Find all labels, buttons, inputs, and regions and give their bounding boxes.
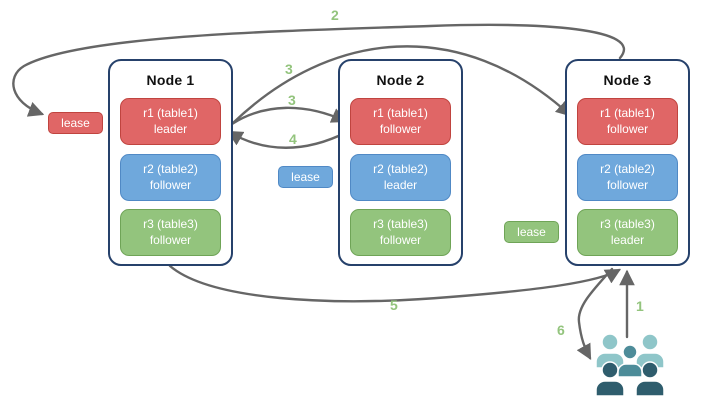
step-label-3-to-node3: 3 xyxy=(285,61,293,77)
replica-role: follower xyxy=(379,232,422,247)
lease-badge-r3: lease xyxy=(504,221,559,243)
replica-name: r3 (table3) xyxy=(143,216,198,231)
step-label-1: 1 xyxy=(636,298,644,314)
replica-role: follower xyxy=(606,121,649,136)
node-1-title: Node 1 xyxy=(146,72,195,88)
node-3-replica-r2: r2 (table2) follower xyxy=(577,154,678,201)
node-1-replica-r3: r3 (table3) follower xyxy=(120,209,221,256)
node-2: Node 2 r1 (table1) follower r2 (table2) … xyxy=(338,59,463,266)
arrow-step-3-node1-to-node2 xyxy=(230,106,348,126)
step-label-2: 2 xyxy=(331,7,339,23)
node-2-replica-r2: r2 (table2) leader xyxy=(350,154,451,201)
replica-role: follower xyxy=(149,232,192,247)
node-3: Node 3 r1 (table1) follower r2 (table2) … xyxy=(565,59,690,266)
node-3-title: Node 3 xyxy=(603,72,652,88)
arrow-step-5-node1-to-node3 xyxy=(168,264,622,303)
node-2-replica-r3: r3 (table3) follower xyxy=(350,209,451,256)
replica-role: follower xyxy=(606,177,649,192)
node-3-replica-r3: r3 (table3) leader xyxy=(577,209,678,256)
node-1: Node 1 r1 (table1) leader r2 (table2) fo… xyxy=(108,59,233,266)
node-1-replica-r2: r2 (table2) follower xyxy=(120,154,221,201)
replica-role: leader xyxy=(153,121,188,136)
arrow-step-4-node2-to-node1 xyxy=(226,130,349,149)
node-2-title: Node 2 xyxy=(376,72,425,88)
replica-role: leader xyxy=(383,177,418,192)
step-label-6: 6 xyxy=(557,322,565,338)
replica-name: r2 (table2) xyxy=(600,161,655,176)
lease-badge-r2: lease xyxy=(278,166,333,188)
step-label-4: 4 xyxy=(289,131,297,147)
replica-name: r3 (table3) xyxy=(373,216,428,231)
replica-role: leader xyxy=(610,232,645,247)
lease-badge-r1: lease xyxy=(48,112,103,134)
node-1-replica-r1: r1 (table1) leader xyxy=(120,98,221,145)
replica-role: follower xyxy=(379,121,422,136)
replica-name: r1 (table1) xyxy=(600,105,655,120)
users-group-icon xyxy=(595,333,665,397)
replica-name: r1 (table1) xyxy=(143,105,198,120)
replica-name: r2 (table2) xyxy=(373,161,428,176)
node-2-replica-r1: r1 (table1) follower xyxy=(350,98,451,145)
arrow-step-2-node3-to-lease xyxy=(12,23,626,117)
replica-name: r1 (table1) xyxy=(373,105,428,120)
replica-role: follower xyxy=(149,177,192,192)
replica-name: r3 (table3) xyxy=(600,216,655,231)
step-label-5: 5 xyxy=(390,297,398,313)
replica-name: r2 (table2) xyxy=(143,161,198,176)
step-label-3-to-node2: 3 xyxy=(288,92,296,108)
node-3-replica-r1: r1 (table1) follower xyxy=(577,98,678,145)
